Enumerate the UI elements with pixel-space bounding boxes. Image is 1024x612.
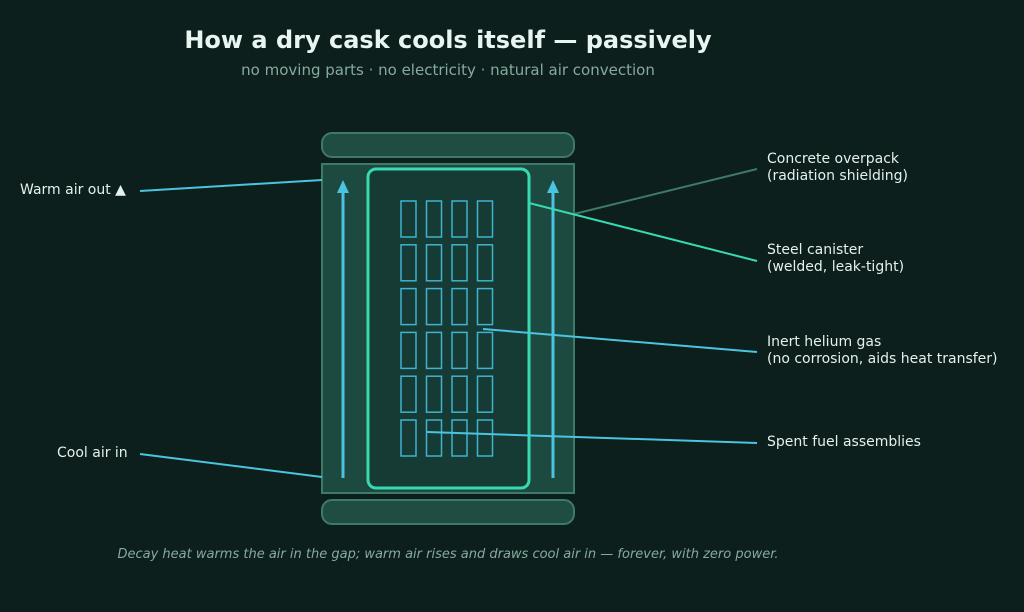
fuel-assembly bbox=[425, 200, 443, 238]
fuel-assembly bbox=[451, 244, 468, 282]
label-warm-air-out: Warm air out ▲ bbox=[20, 182, 126, 198]
fuel-assembly bbox=[425, 419, 443, 457]
label-concrete-overpack-note: (radiation shielding) bbox=[767, 168, 908, 184]
fuel-assembly bbox=[451, 200, 468, 238]
leader-steel-canister bbox=[528, 202, 758, 262]
fuel-assembly bbox=[425, 331, 443, 370]
fuel-assembly bbox=[451, 331, 468, 370]
overpack-top-cap bbox=[321, 132, 575, 158]
leader-spent-fuel bbox=[426, 431, 758, 444]
fuel-assembly-grid bbox=[400, 200, 494, 457]
fuel-assembly bbox=[476, 200, 494, 238]
fuel-assembly bbox=[476, 331, 494, 370]
fuel-assembly bbox=[425, 287, 443, 326]
diagram-title: How a dry cask cools itself — passively bbox=[184, 26, 712, 54]
diagram-subtitle: no moving parts · no electricity · natur… bbox=[241, 61, 655, 79]
steel-canister bbox=[366, 167, 531, 490]
label-cool-air-in: Cool air in bbox=[57, 445, 128, 461]
fuel-assembly bbox=[451, 419, 468, 457]
leader-lines bbox=[139, 168, 758, 478]
air-arrow-right-head bbox=[547, 180, 559, 193]
fuel-assembly bbox=[425, 244, 443, 282]
fuel-assembly bbox=[425, 375, 443, 413]
label-inert-helium-title: Inert helium gas bbox=[767, 334, 882, 350]
fuel-assembly bbox=[451, 375, 468, 413]
fuel-assembly bbox=[400, 287, 417, 326]
fuel-assembly bbox=[476, 287, 494, 326]
fuel-assembly bbox=[476, 375, 494, 413]
fuel-assembly bbox=[476, 244, 494, 282]
fuel-assembly bbox=[400, 375, 417, 413]
fuel-assembly bbox=[400, 419, 417, 457]
leader-warm-air bbox=[139, 179, 323, 192]
diagram-caption: Decay heat warms the air in the gap; war… bbox=[117, 547, 779, 562]
overpack-bottom-cap bbox=[321, 499, 575, 525]
fuel-assembly bbox=[400, 331, 417, 370]
fuel-assembly bbox=[400, 244, 417, 282]
leader-cool-air bbox=[139, 453, 323, 478]
label-steel-canister-title: Steel canister bbox=[767, 242, 864, 258]
fuel-assembly bbox=[400, 200, 417, 238]
leader-inert-helium bbox=[482, 328, 758, 353]
fuel-assembly bbox=[476, 419, 494, 457]
label-steel-canister-note: (welded, leak-tight) bbox=[767, 259, 905, 275]
fuel-assembly bbox=[451, 287, 468, 326]
label-steel-canister: Steel canister (welded, leak-tight) bbox=[767, 242, 904, 276]
air-arrow-left-head bbox=[337, 180, 349, 193]
label-inert-helium-note: (no corrosion, aids heat transfer) bbox=[767, 351, 998, 367]
label-concrete-overpack: Concrete overpack (radiation shielding) bbox=[767, 151, 908, 185]
label-concrete-overpack-title: Concrete overpack bbox=[767, 151, 900, 167]
label-inert-helium: Inert helium gas (no corrosion, aids hea… bbox=[767, 334, 998, 368]
leader-concrete-overpack bbox=[573, 168, 758, 215]
label-spent-fuel: Spent fuel assemblies bbox=[767, 434, 921, 450]
